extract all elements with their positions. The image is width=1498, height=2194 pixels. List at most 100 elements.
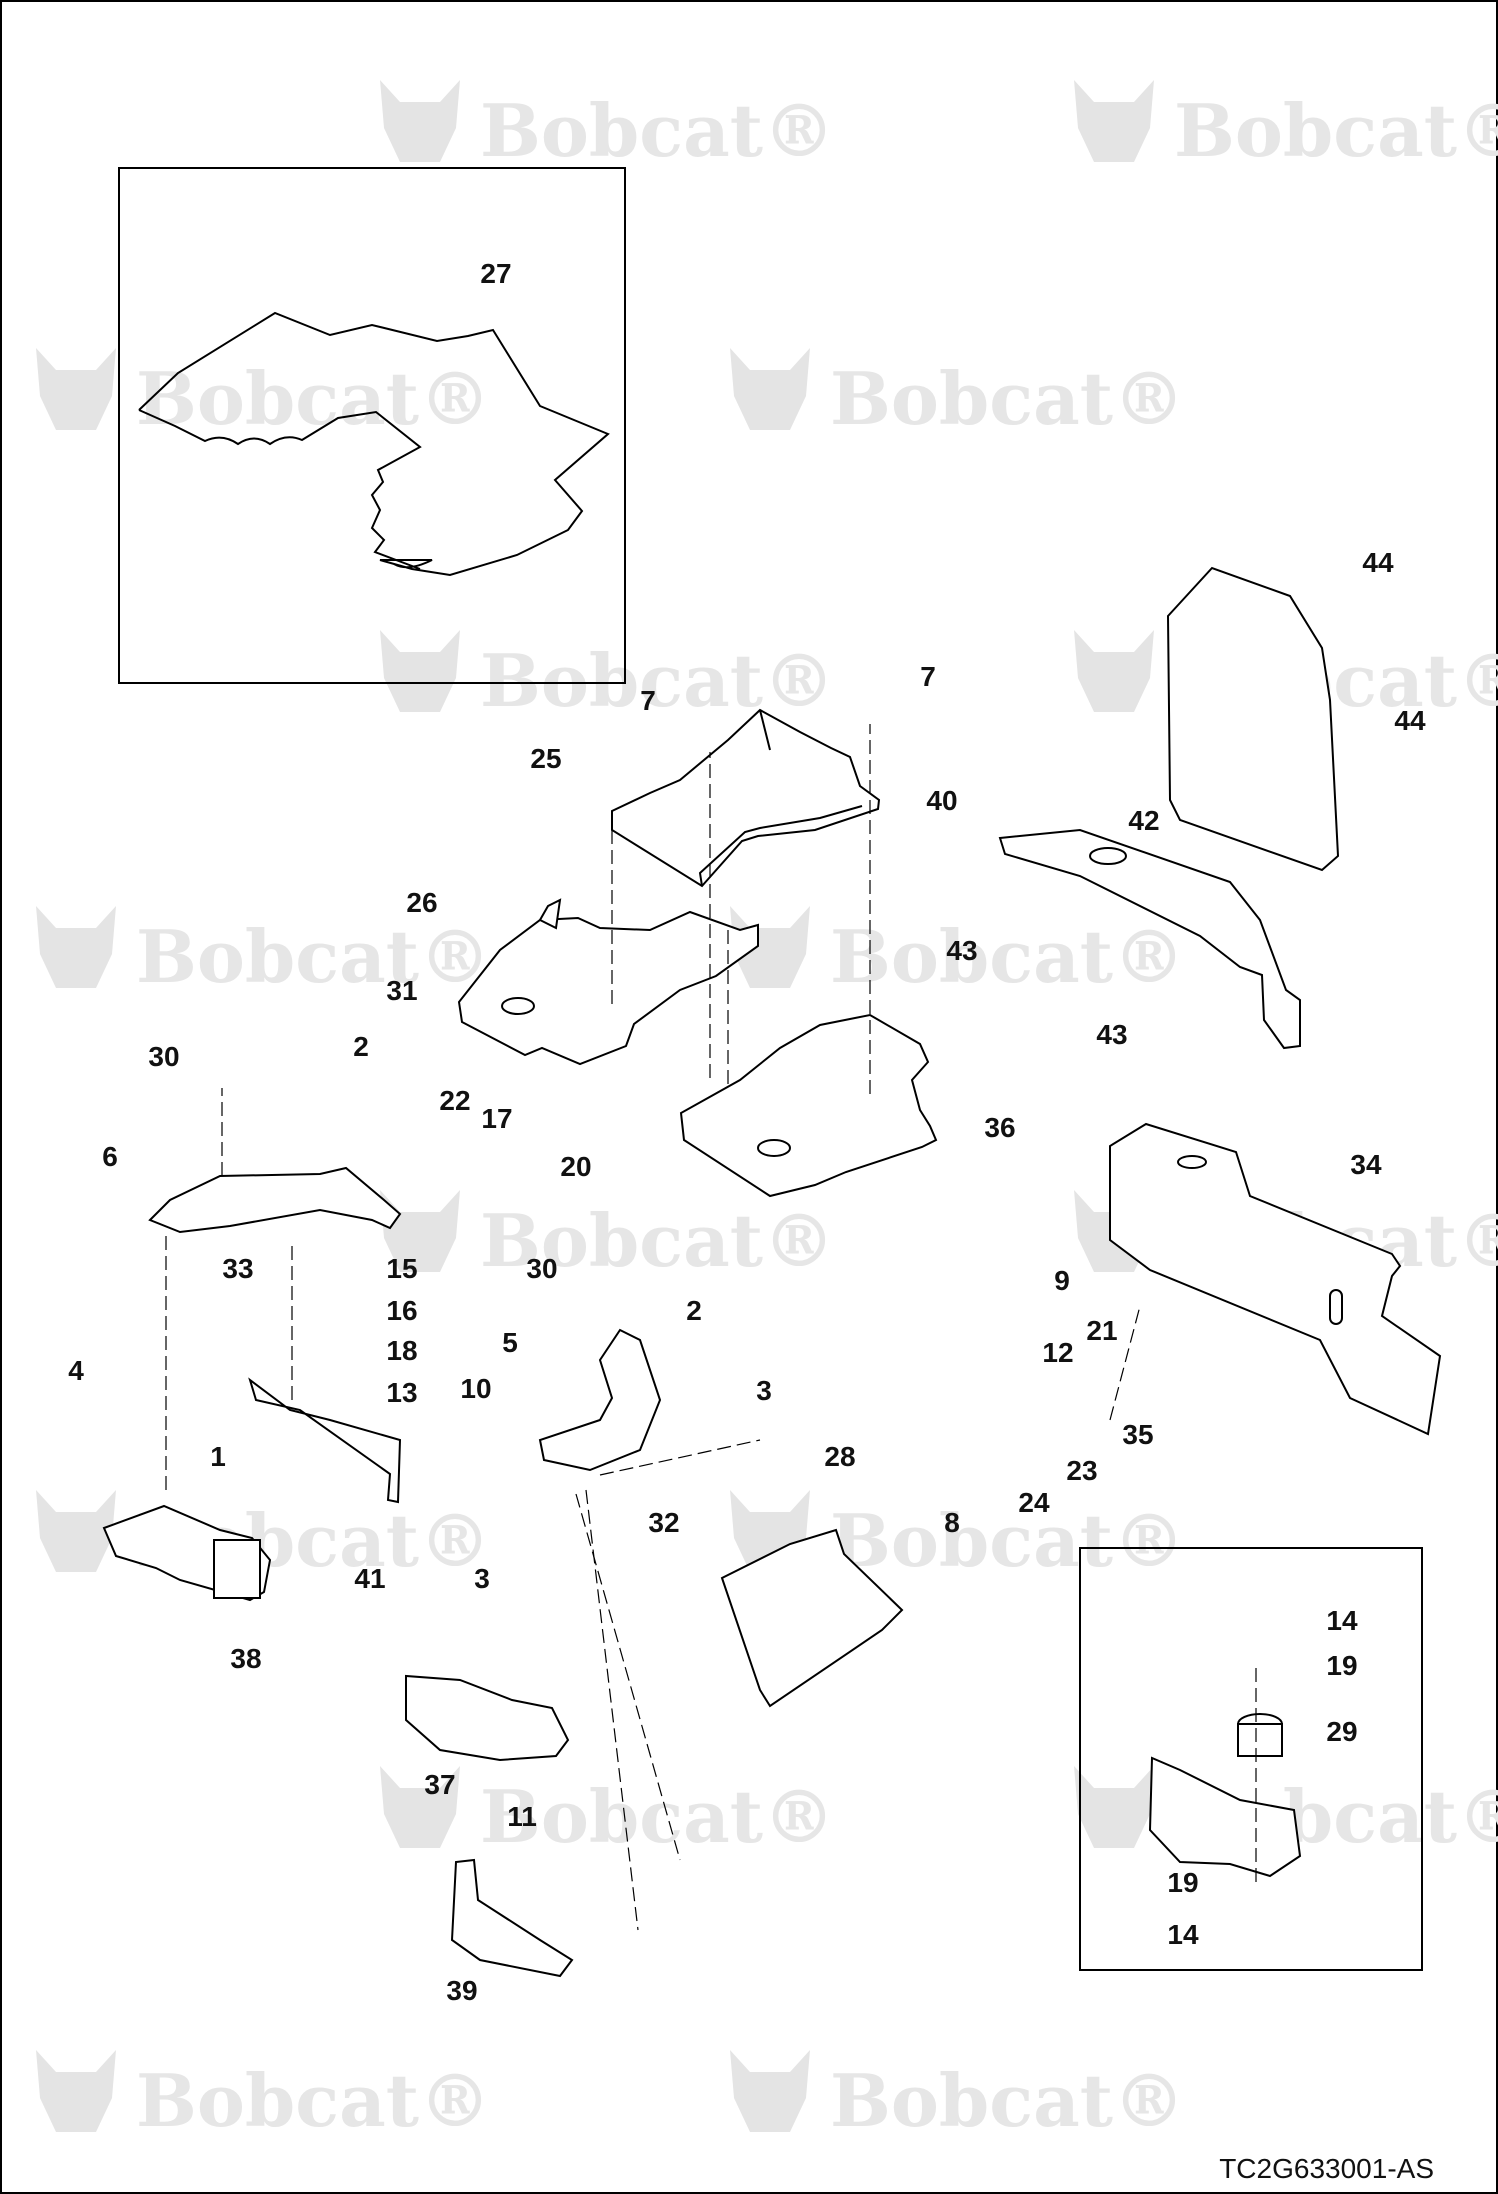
bobcat-watermark: Bobcat® bbox=[36, 906, 491, 999]
callout-c38: 38 bbox=[230, 1643, 261, 1674]
bobcat-logo-icon bbox=[730, 2050, 810, 2132]
bobcat-logo-icon bbox=[36, 2050, 116, 2132]
callout-c35: 35 bbox=[1122, 1419, 1153, 1450]
callout-c40: 40 bbox=[926, 785, 957, 816]
bobcat-logo-icon bbox=[380, 1766, 460, 1848]
bobcat-logo-icon bbox=[1074, 630, 1154, 712]
watermark-text: Bobcat® bbox=[136, 356, 491, 441]
guard-40 bbox=[611, 708, 881, 888]
callout-c26: 26 bbox=[406, 887, 437, 918]
callout-c42: 42 bbox=[1128, 805, 1159, 836]
mounting-bracket-34 bbox=[1109, 1122, 1442, 1436]
bobcat-watermark: Bobcat® bbox=[380, 1766, 835, 1859]
step-bracket-28 bbox=[720, 1528, 904, 1708]
bobcat-watermark: Bobcat® bbox=[36, 348, 491, 441]
callout-c8: 8 bbox=[944, 1507, 960, 1538]
callout-c36: 36 bbox=[984, 1112, 1015, 1143]
bobcat-logo-icon bbox=[380, 80, 460, 162]
bobcat-watermark: Bobcat® bbox=[36, 2050, 491, 2143]
callout-c31: 31 bbox=[386, 975, 417, 1006]
callout-c34: 34 bbox=[1350, 1149, 1382, 1180]
watermark-text: Bobcat® bbox=[136, 914, 491, 999]
watermark-text: Bobcat® bbox=[480, 1198, 835, 1283]
watermark-text: Bobcat® bbox=[480, 88, 835, 173]
bobcat-logo-icon bbox=[380, 1190, 460, 1272]
callout-c15: 15 bbox=[386, 1253, 417, 1284]
watermark-text: Bobcat® bbox=[1174, 88, 1498, 173]
bobcat-logo-icon bbox=[380, 630, 460, 712]
callout-c30b: 30 bbox=[526, 1253, 557, 1284]
bobcat-watermark: Bobcat® bbox=[380, 630, 835, 723]
callout-c1: 1 bbox=[210, 1441, 226, 1472]
callout-c5: 5 bbox=[502, 1327, 518, 1358]
callout-c41: 41 bbox=[354, 1563, 385, 1594]
bobcat-logo-icon bbox=[36, 1490, 116, 1572]
callout-c30a: 30 bbox=[148, 1041, 179, 1072]
callout-c37: 37 bbox=[424, 1769, 455, 1800]
callout-c18: 18 bbox=[386, 1335, 417, 1366]
callout-c43b: 43 bbox=[1096, 1019, 1127, 1050]
callout-c10: 10 bbox=[460, 1373, 491, 1404]
callout-c6: 6 bbox=[102, 1141, 118, 1172]
callout-c24: 24 bbox=[1018, 1487, 1050, 1518]
callout-c12: 12 bbox=[1042, 1337, 1073, 1368]
callout-c3a: 3 bbox=[756, 1375, 772, 1406]
callout-c29: 29 bbox=[1326, 1716, 1357, 1747]
watermark-text: Bobcat® bbox=[136, 2058, 491, 2143]
pedal-assembly-center bbox=[405, 1328, 662, 1978]
callout-c2b: 2 bbox=[686, 1295, 702, 1326]
bobcat-watermark: Bobcat® bbox=[730, 1490, 1185, 1583]
callout-c33: 33 bbox=[222, 1253, 253, 1284]
callout-c19b: 19 bbox=[1167, 1867, 1198, 1898]
callout-c14b: 14 bbox=[1167, 1919, 1199, 1950]
bobcat-logo-icon bbox=[36, 906, 116, 988]
callout-c9: 9 bbox=[1054, 1265, 1070, 1296]
floor-plate-36 bbox=[679, 1013, 938, 1198]
callout-c7a: 7 bbox=[640, 685, 656, 716]
watermark-text: Bobcat® bbox=[480, 1774, 835, 1859]
bobcat-logo-icon bbox=[1074, 1766, 1154, 1848]
watermark-text: Bobcat® bbox=[830, 914, 1185, 999]
callout-c21: 21 bbox=[1086, 1315, 1117, 1346]
callout-c17: 17 bbox=[481, 1103, 512, 1134]
side-plate-42 bbox=[998, 566, 1340, 1050]
pedal-assembly-left bbox=[102, 1166, 402, 1602]
callout-c4: 4 bbox=[68, 1355, 84, 1386]
callout-c44a: 44 bbox=[1362, 547, 1394, 578]
floor-plate-31 bbox=[457, 898, 759, 1066]
callout-c22: 22 bbox=[439, 1085, 470, 1116]
bobcat-logo-icon bbox=[730, 348, 810, 430]
bobcat-watermark: Bobcat® bbox=[380, 80, 835, 173]
callout-c19a: 19 bbox=[1326, 1650, 1357, 1681]
callout-c43a: 43 bbox=[946, 935, 977, 966]
bobcat-watermark: Bobcat® bbox=[730, 906, 1185, 999]
callout-c14a: 14 bbox=[1326, 1605, 1358, 1636]
watermark-text: Bobcat® bbox=[480, 638, 835, 723]
watermark-text: Bobcat® bbox=[830, 1498, 1185, 1583]
bobcat-logo-icon bbox=[1074, 80, 1154, 162]
bobcat-watermark: Bobcat® bbox=[1074, 80, 1498, 173]
callout-c23: 23 bbox=[1066, 1455, 1097, 1486]
watermark-text: Bobcat® bbox=[830, 2058, 1185, 2143]
bobcat-logo-icon bbox=[36, 348, 116, 430]
bobcat-watermark: Bobcat® bbox=[380, 1190, 835, 1283]
bobcat-watermark: Bobcat® bbox=[730, 2050, 1185, 2143]
callout-c32: 32 bbox=[648, 1507, 679, 1538]
bobcat-watermark: Bobcat® bbox=[730, 348, 1185, 441]
callout-c11: 11 bbox=[507, 1801, 537, 1832]
callout-c13: 13 bbox=[386, 1377, 417, 1408]
callout-c27: 27 bbox=[480, 258, 511, 289]
callout-c3b: 3 bbox=[474, 1563, 490, 1594]
bobcat-logo-icon bbox=[730, 906, 810, 988]
callout-c44b: 44 bbox=[1394, 705, 1426, 736]
inset-box-27 bbox=[118, 167, 626, 684]
callout-c7b: 7 bbox=[920, 661, 936, 692]
callout-c20: 20 bbox=[560, 1151, 591, 1182]
callout-c2a: 2 bbox=[353, 1031, 369, 1062]
callout-c28: 28 bbox=[824, 1441, 855, 1472]
document-id: TC2G633001-AS bbox=[1219, 2153, 1434, 2184]
callout-c25: 25 bbox=[530, 743, 561, 774]
